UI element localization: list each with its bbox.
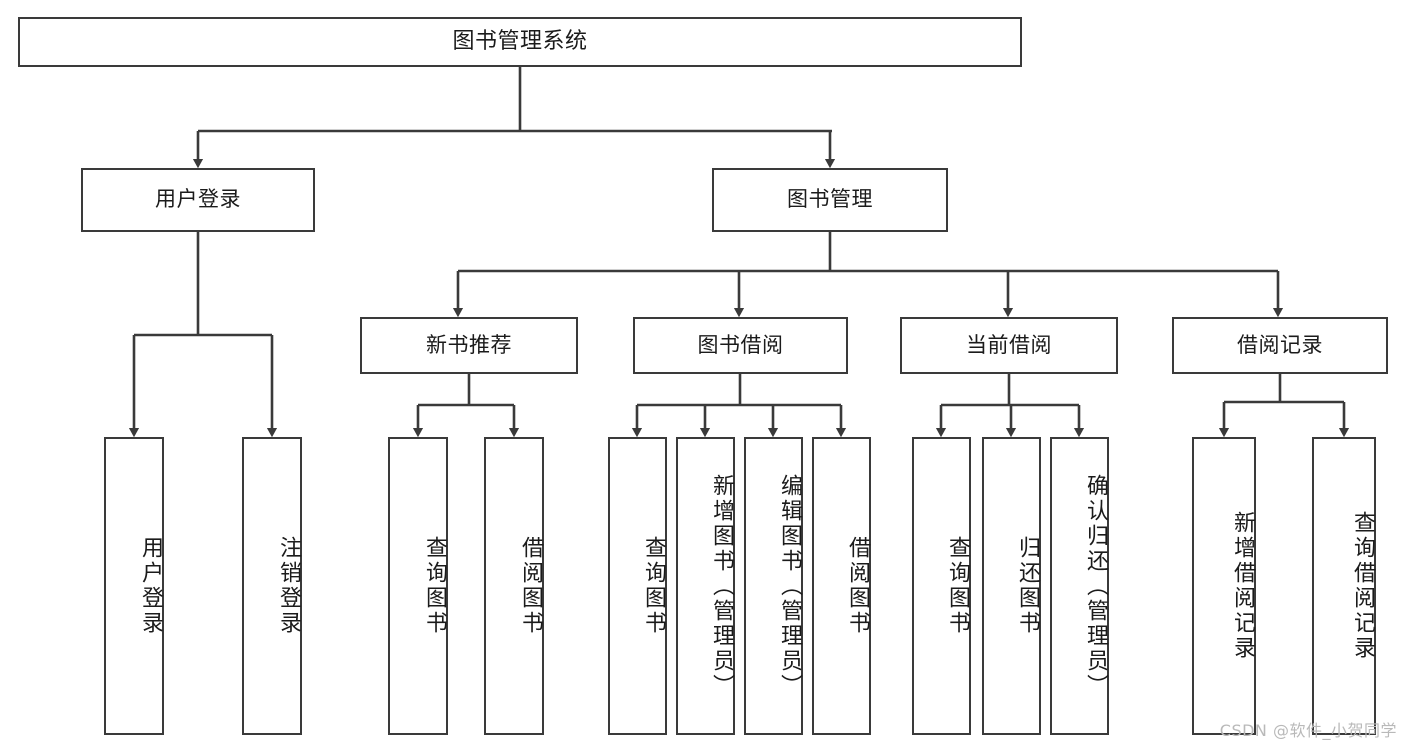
leaf-borrow-book-label: 借阅图书 <box>845 536 870 636</box>
node-book-borrow-label: 图书借阅 <box>697 332 784 357</box>
leaf-return-book-label: 归还图书 <box>1015 536 1040 636</box>
leaf-return-book[interactable]: 归还图书 <box>982 437 1041 735</box>
leaf-borrow-book[interactable]: 借阅图书 <box>812 437 871 735</box>
node-user-login[interactable]: 用户登录 <box>81 168 315 232</box>
leaf-edit-book-admin[interactable]: 编辑图书（管理员） <box>744 437 803 735</box>
leaf-add-book-admin-label: 新增图书（管理员） <box>709 473 734 699</box>
leaf-user-login-label: 用户登录 <box>138 536 163 636</box>
leaf-logout-label: 注销登录 <box>276 536 301 636</box>
leaf-query-book-current-label: 查询图书 <box>945 536 970 636</box>
leaf-add-borrow-record-label: 新增借阅记录 <box>1230 511 1255 661</box>
node-new-book-recommend-label: 新书推荐 <box>426 332 512 357</box>
node-root[interactable]: 图书管理系统 <box>18 17 1022 67</box>
leaf-query-borrow-record[interactable]: 查询借阅记录 <box>1312 437 1376 735</box>
leaf-edit-book-admin-label: 编辑图书（管理员） <box>777 473 802 699</box>
node-book-borrow[interactable]: 图书借阅 <box>633 317 848 374</box>
leaf-query-book-rec-label: 查询图书 <box>422 536 447 636</box>
leaf-user-login[interactable]: 用户登录 <box>104 437 164 735</box>
node-borrow-record-label: 借阅记录 <box>1237 332 1323 357</box>
leaf-query-book-current[interactable]: 查询图书 <box>912 437 971 735</box>
leaf-add-borrow-record[interactable]: 新增借阅记录 <box>1192 437 1256 735</box>
leaf-borrow-book-rec-label: 借阅图书 <box>518 536 543 636</box>
node-book-management[interactable]: 图书管理 <box>712 168 948 232</box>
leaf-query-book-rec[interactable]: 查询图书 <box>388 437 448 735</box>
leaf-logout[interactable]: 注销登录 <box>242 437 302 735</box>
node-current-borrow-label: 当前借阅 <box>966 332 1052 357</box>
node-book-management-label: 图书管理 <box>787 187 873 212</box>
leaf-query-borrow-record-label: 查询借阅记录 <box>1350 511 1375 661</box>
leaf-add-book-admin[interactable]: 新增图书（管理员） <box>676 437 735 735</box>
leaf-query-book-borrow-label: 查询图书 <box>641 536 666 636</box>
node-current-borrow[interactable]: 当前借阅 <box>900 317 1118 374</box>
leaf-confirm-return-admin[interactable]: 确认归还（管理员） <box>1050 437 1109 735</box>
leaf-borrow-book-rec[interactable]: 借阅图书 <box>484 437 544 735</box>
node-user-login-label: 用户登录 <box>155 187 241 212</box>
node-root-label: 图书管理系统 <box>452 28 588 54</box>
leaf-confirm-return-admin-label: 确认归还（管理员） <box>1083 473 1108 699</box>
node-borrow-record[interactable]: 借阅记录 <box>1172 317 1388 374</box>
leaf-query-book-borrow[interactable]: 查询图书 <box>608 437 667 735</box>
node-new-book-recommend[interactable]: 新书推荐 <box>360 317 578 374</box>
